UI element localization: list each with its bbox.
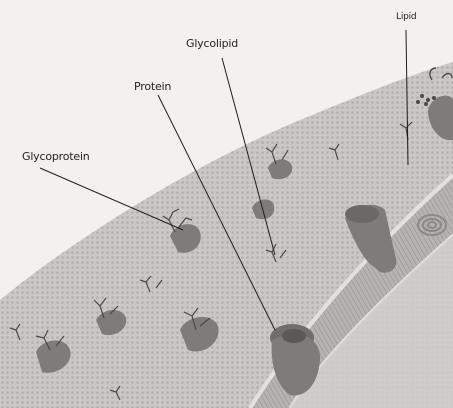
protein-label: Protein [134,80,171,93]
glycolipid-label: Glycolipid [186,37,238,50]
lipid-label: Lipid [396,12,416,22]
glycoprotein-label: Glycoprotein [22,150,90,163]
